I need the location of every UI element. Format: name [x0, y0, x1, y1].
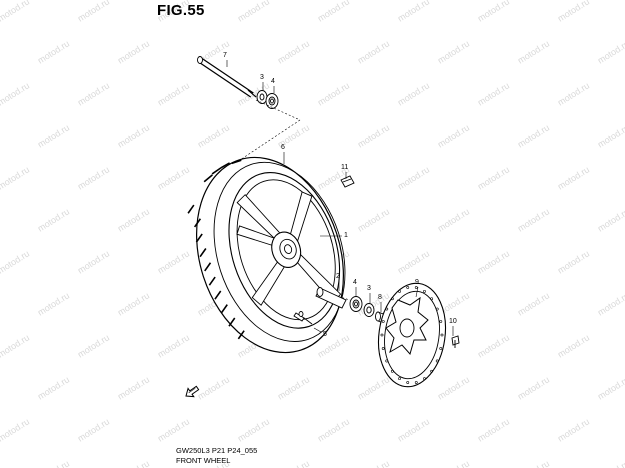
disc-hole — [430, 369, 434, 373]
front-wheel — [187, 156, 346, 354]
callout-5: 5 — [323, 331, 327, 338]
disc-hole — [385, 307, 389, 311]
disc-hole — [435, 307, 439, 311]
disc-hole — [414, 381, 418, 384]
disc-hole — [380, 333, 384, 337]
callout-3: 3 — [260, 74, 264, 81]
balance-weight — [340, 175, 355, 188]
disc-hole — [406, 381, 410, 384]
disc-hole — [381, 347, 385, 350]
callout-3: 3 — [367, 285, 371, 292]
disc-hole — [390, 297, 394, 301]
valve — [293, 311, 313, 325]
oil-seal-right — [363, 303, 375, 317]
callout-6: 6 — [281, 144, 285, 151]
figure-caption: FRONT WHEEL — [176, 456, 231, 465]
callout-2: 2 — [336, 273, 340, 280]
callout-4: 4 — [271, 78, 275, 85]
figure-code: GW250L3 P21 P24_055 — [176, 446, 258, 455]
disc-hole — [423, 377, 426, 381]
disc-hole — [406, 286, 410, 289]
brake-disc — [377, 282, 447, 388]
callout-4: 4 — [353, 279, 357, 286]
disc-hole — [414, 286, 418, 289]
callout-7: 7 — [223, 52, 227, 59]
disc-hole — [439, 320, 443, 323]
disc-bolt — [451, 335, 460, 348]
disc-hole — [390, 369, 394, 373]
disc-hole — [435, 359, 439, 363]
figure-title: FIG.55 — [157, 2, 205, 19]
disc-hole — [440, 333, 444, 337]
disc-hole — [385, 359, 389, 363]
callout-11: 11 — [341, 164, 349, 171]
front-axle — [197, 56, 257, 98]
disc-hole — [398, 377, 401, 381]
bearing-right — [349, 296, 363, 312]
callout-10: 10 — [449, 318, 457, 325]
bearing-top — [265, 93, 279, 109]
callout-1: 1 — [344, 232, 348, 239]
assembly-line — [239, 119, 301, 161]
disc-hole — [398, 289, 401, 293]
callout-9: 9 — [415, 279, 419, 286]
collar-top — [256, 90, 268, 104]
disc-hole — [381, 320, 385, 323]
spacer-right — [315, 287, 347, 309]
callout-8: 8 — [378, 294, 382, 301]
leader-lines — [226, 60, 454, 336]
arrow-icon — [185, 385, 200, 398]
disc-hole — [423, 289, 426, 293]
disc-hole — [439, 347, 443, 350]
assembly-line — [255, 99, 301, 121]
disc-hole — [430, 297, 434, 301]
